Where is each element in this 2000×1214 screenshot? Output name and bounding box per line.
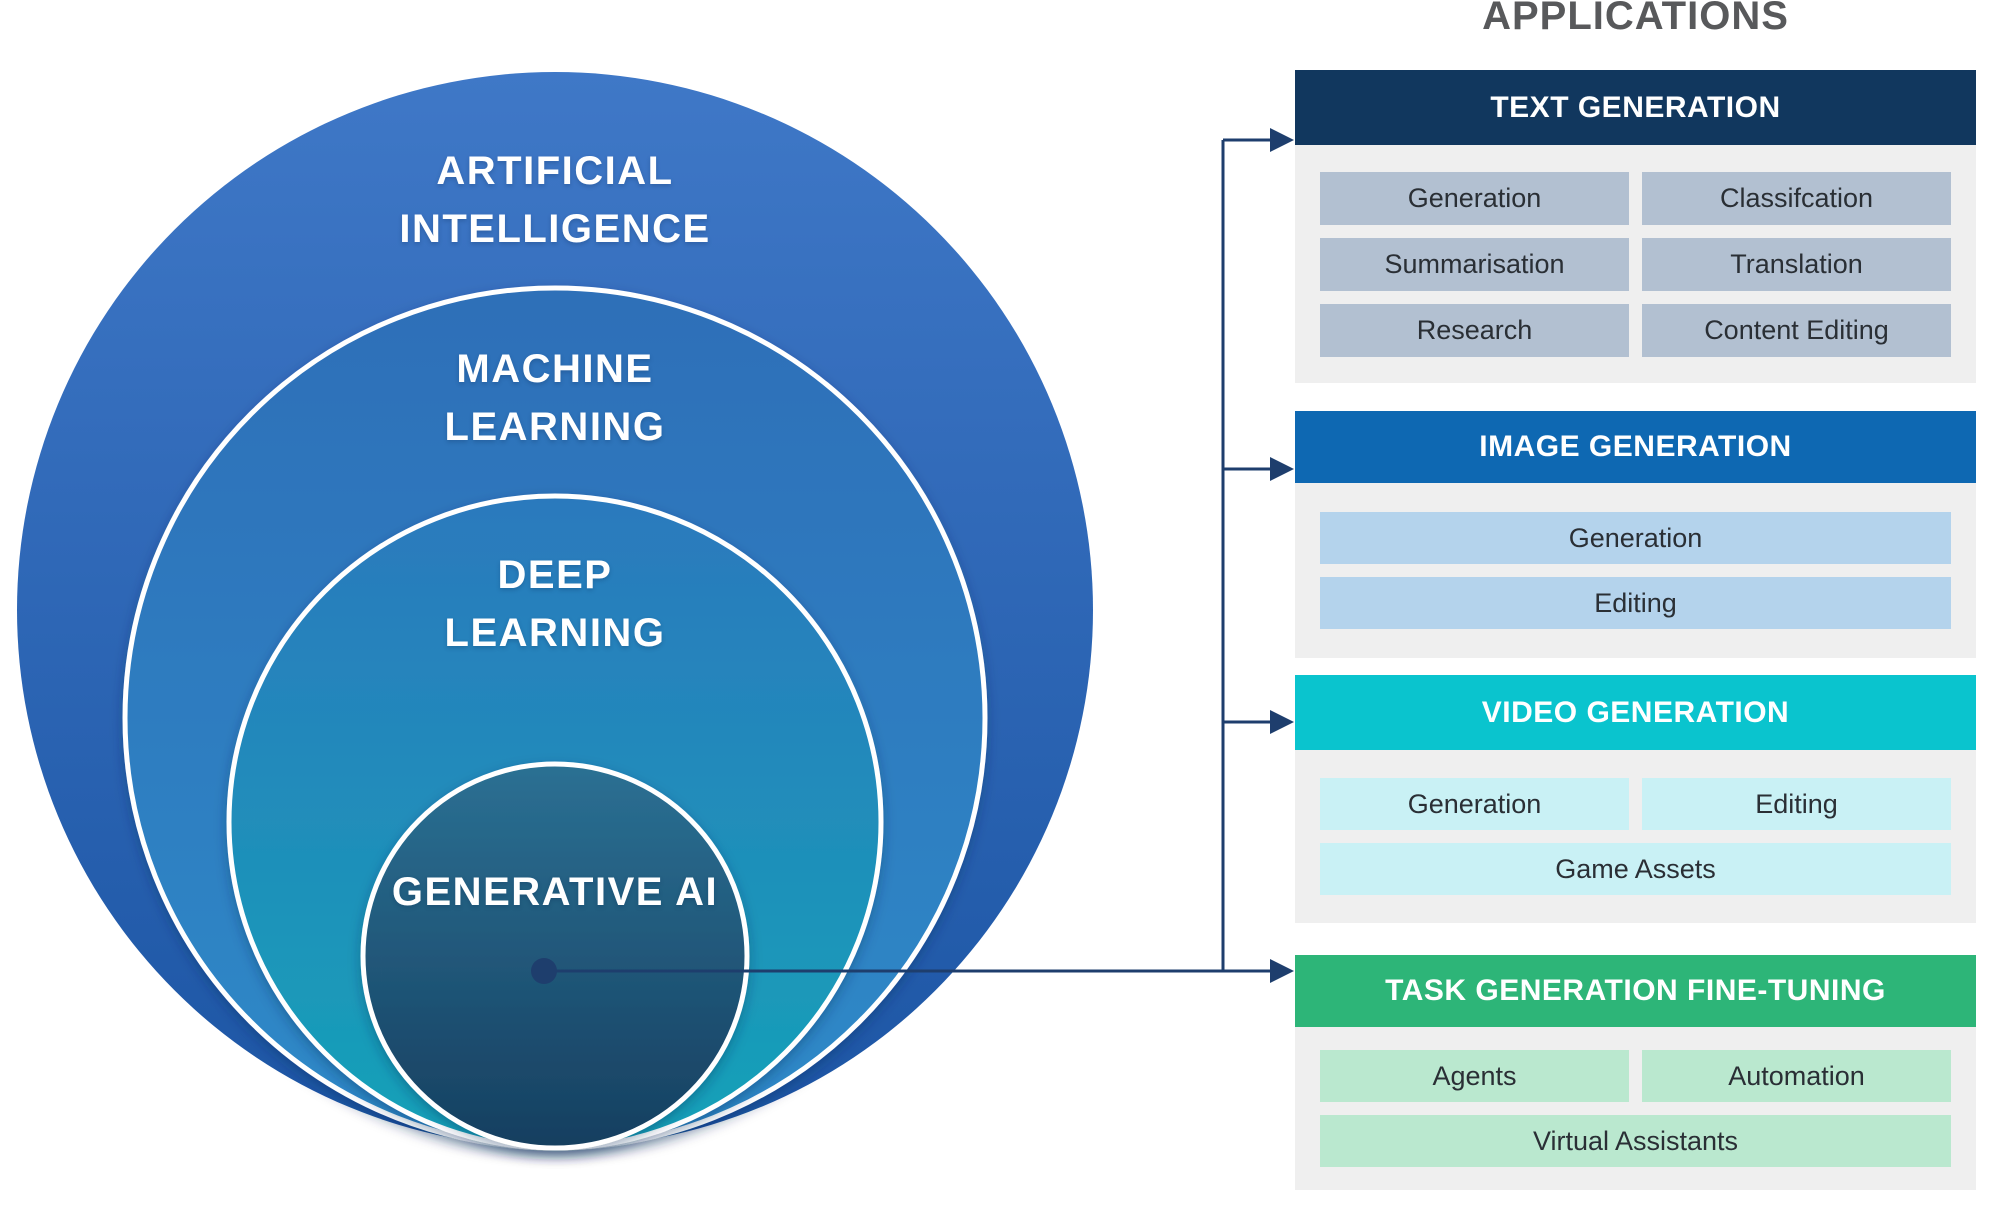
chip-row: Generation Editing	[1320, 778, 1951, 830]
chip: Virtual Assistants	[1320, 1115, 1951, 1167]
chip: Agents	[1320, 1050, 1629, 1102]
panel-header: VIDEO GENERATION	[1295, 675, 1976, 750]
chip: Automation	[1642, 1050, 1951, 1102]
panel-header: TASK GENERATION FINE-TUNING	[1295, 955, 1976, 1027]
circle-generative-ai	[360, 761, 750, 1151]
panel-image-generation: IMAGE GENERATION Generation Editing	[1295, 411, 1976, 658]
chip-row: Game Assets	[1320, 843, 1951, 895]
arrow-icon-image-generation	[1270, 457, 1294, 481]
panel-header: IMAGE GENERATION	[1295, 411, 1976, 483]
chip-row: Generation	[1320, 512, 1951, 564]
arrow-icon-task-generation	[1270, 959, 1294, 983]
panel-video-generation: VIDEO GENERATION Generation Editing Game…	[1295, 675, 1976, 923]
arrow-icon-video-generation	[1270, 710, 1294, 734]
applications-title: APPLICATIONS	[1482, 0, 1789, 38]
panel-body: Generation Editing Game Assets	[1295, 750, 1976, 923]
chip-row: Agents Automation	[1320, 1050, 1951, 1102]
connector-origin-dot	[531, 958, 557, 984]
arrowheads	[1270, 128, 1294, 983]
chip: Classifcation	[1642, 171, 1951, 225]
chip-row: Virtual Assistants	[1320, 1115, 1951, 1167]
arrow-icon-text-generation	[1270, 128, 1294, 152]
chip: Generation	[1320, 778, 1629, 830]
chip-row: Summarisation Translation	[1320, 237, 1951, 291]
panel-text-generation: TEXT GENERATION Generation Classifcation…	[1295, 70, 1976, 383]
chip: Research	[1320, 303, 1629, 357]
chip: Summarisation	[1320, 237, 1629, 291]
connector-lines	[544, 138, 1275, 973]
chip-row: Generation Classifcation	[1320, 171, 1951, 225]
panel-body: Agents Automation Virtual Assistants	[1295, 1027, 1976, 1190]
panel-header: TEXT GENERATION	[1295, 70, 1976, 145]
chip: Editing	[1642, 778, 1951, 830]
panel-body: Generation Classifcation Summarisation T…	[1295, 145, 1976, 383]
chip: Editing	[1320, 577, 1951, 629]
chip: Translation	[1642, 237, 1951, 291]
chip: Generation	[1320, 171, 1629, 225]
panel-task-generation-fine-tuning: TASK GENERATION FINE-TUNING Agents Autom…	[1295, 955, 1976, 1190]
chip: Content Editing	[1642, 303, 1951, 357]
panel-body: Generation Editing	[1295, 483, 1976, 658]
chip-row: Editing	[1320, 577, 1951, 629]
chip: Generation	[1320, 512, 1951, 564]
chip-row: Research Content Editing	[1320, 303, 1951, 357]
chip: Game Assets	[1320, 843, 1951, 895]
